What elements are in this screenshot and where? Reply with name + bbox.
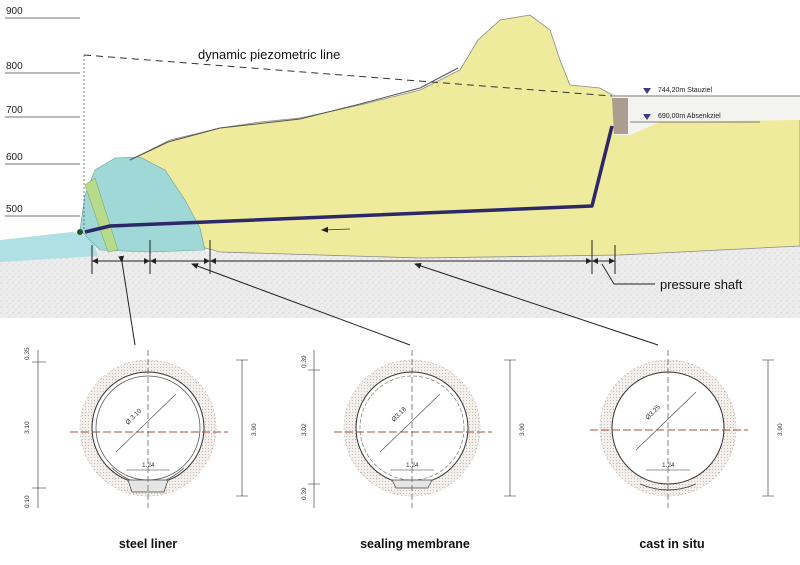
callout-arrow-sealing-membrane [191, 263, 411, 346]
steel-liner-dim-main: 3.10 [24, 421, 31, 434]
sealing-membrane-dim-top: 0.39 [301, 355, 308, 368]
reservoir-levels: 744,20m Stauziel 690,00m Absenkziel [612, 87, 800, 134]
segment-dimension-line [91, 240, 616, 274]
sealing-membrane-invert-width: 1.24 [406, 462, 419, 469]
cross-section-steel-liner: Ø 3.10 1.24 0.35 3.10 0.10 3.90 [24, 347, 258, 508]
water-level-min-icon [643, 114, 651, 120]
river-water [0, 232, 98, 262]
pressure-shaft-leader [601, 263, 655, 285]
rock-mass-yellow [129, 14, 800, 259]
callout-arrow-steel-liner [118, 255, 136, 346]
steel-liner-invert-width: 1.24 [142, 462, 155, 469]
water-level-max-label: 744,20m Stauziel [658, 87, 713, 94]
cross-section-sealing-membrane: Ø3.18 1.24 0.39 3.02 0.39 3.90 [301, 350, 526, 508]
powerhouse-icon [77, 229, 83, 235]
sealing-membrane-dim-bottom: 0.39 [301, 487, 308, 500]
flow-direction-arrow [321, 226, 351, 233]
steel-liner-dim-top: 0.35 [24, 347, 31, 360]
elevation-label-600: 600 [6, 152, 23, 163]
piezometric-line [83, 54, 613, 97]
steel-liner-dim-bottom: 0.10 [24, 495, 31, 508]
sealing-membrane-overall: 3.90 [519, 423, 526, 436]
caption-cast-in-situ: cast in situ [639, 537, 704, 551]
cross-section-cast-in-situ: Ø3.25 1.24 3.90 [590, 350, 784, 508]
elevation-axis: 900 800 700 600 500 [5, 6, 80, 217]
surface-cover-line [129, 67, 459, 161]
cast-in-situ-invert-width: 1.24 [662, 462, 675, 469]
cast-in-situ-overall: 3.90 [777, 423, 784, 436]
tunnel-alignment [84, 125, 614, 234]
piezometric-label: dynamic piezometric line [198, 47, 340, 62]
water-level-min-label: 690,00m Absenkziel [658, 113, 721, 120]
elevation-label-800: 800 [6, 61, 23, 72]
elevation-label-500: 500 [6, 204, 23, 215]
caption-sealing-membrane: sealing membrane [360, 537, 470, 551]
elevation-label-700: 700 [6, 105, 23, 116]
pressure-shaft-label: pressure shaft [660, 277, 743, 292]
callout-arrow-cast-in-situ [414, 263, 659, 346]
steel-liner-overall: 3.90 [251, 423, 258, 436]
bedrock-ground [0, 245, 800, 318]
caption-steel-liner: steel liner [119, 537, 177, 551]
sealing-membrane-dim-main: 3.02 [301, 423, 308, 436]
elevation-label-900: 900 [6, 6, 23, 17]
reservoir-water [612, 95, 800, 135]
water-level-max-icon [643, 88, 651, 94]
